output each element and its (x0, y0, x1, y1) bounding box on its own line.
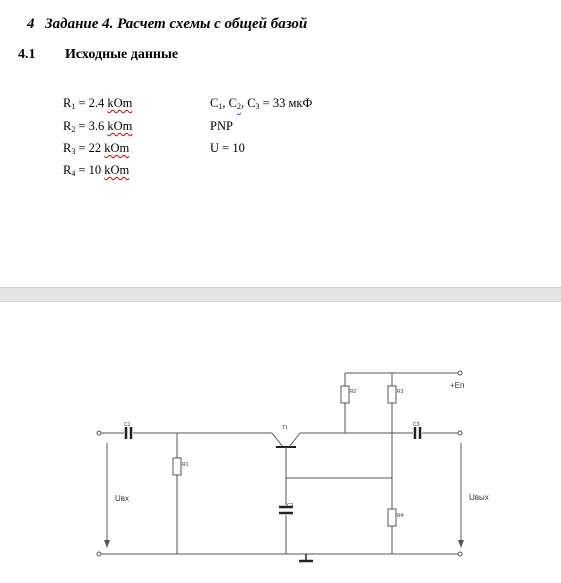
param-r1-symbol: R (63, 96, 72, 110)
input-arrow-head (104, 540, 110, 548)
param-r2-unit: kOm (107, 119, 133, 133)
param-r3-value: = 22 (75, 141, 105, 155)
supply-terminal (457, 370, 463, 376)
param-r3: R3 = 22 kOm (63, 141, 129, 156)
param-c-symbol: C (210, 96, 219, 110)
param-r2-symbol: R (63, 119, 72, 133)
page-break (0, 287, 561, 302)
resistor-r4 (387, 508, 397, 527)
resistor-r2 (340, 385, 350, 404)
param-r4-unit: kOm (104, 163, 130, 177)
param-r3-symbol: R (63, 141, 72, 155)
param-c-sep1: , C (222, 96, 237, 110)
resistor-r1 (172, 457, 182, 476)
param-voltage: U = 10 (210, 141, 245, 155)
param-r2-index: 2 (71, 125, 76, 134)
param-c-value: = 33 мкФ (259, 96, 313, 110)
param-c3-index: 3 (255, 102, 260, 111)
param-r4: R4 = 10 kOm (63, 163, 129, 178)
input-terminal-bottom (96, 551, 102, 557)
param-capacitors: C1, C2, C3 = 33 мкФ (210, 96, 312, 111)
label-c2: C2 (287, 503, 294, 509)
label-r2: R2 (350, 389, 357, 395)
param-r1: R1 = 2.4 kOm (63, 96, 132, 111)
output-terminal-bottom (457, 551, 463, 557)
param-c1-index: 1 (218, 102, 223, 111)
label-t1: T1 (282, 425, 288, 431)
param-r3-index: 3 (71, 147, 76, 156)
param-transistor-type: PNP (210, 119, 233, 133)
transistor-collector-lead (288, 432, 301, 448)
label-r4: R4 (397, 513, 404, 519)
label-r1: R1 (182, 462, 189, 468)
subsection-heading: 4.1 Исходные данные (18, 47, 178, 63)
section-heading: 4 Задание 4. Расчет схемы с общей базой (27, 16, 307, 33)
param-r3-unit: kOm (104, 141, 130, 155)
label-uin: Uвх (115, 494, 129, 503)
input-terminal-top (96, 430, 102, 436)
param-r2-value: = 3.6 (75, 119, 108, 133)
param-r2: R2 = 3.6 kOm (63, 119, 132, 134)
param-c2-index: 2 (236, 102, 241, 111)
param-r4-index: 4 (71, 169, 76, 178)
param-r1-value: = 2.4 (75, 96, 108, 110)
circuit-diagram: C1 C3 C2 R1 R2 R3 R4 T1 +Еп Uвх Uвых (96, 370, 489, 563)
subsection-title: Исходные данные (65, 47, 179, 62)
param-r4-symbol: R (63, 163, 72, 177)
output-terminal-top (457, 430, 463, 436)
output-arrow-head (458, 540, 464, 548)
label-c3: C3 (413, 422, 420, 428)
label-supply: +Еп (450, 381, 464, 390)
subsection-number: 4.1 (18, 47, 36, 62)
section-title: Задание 4. Расчет схемы с общей базой (45, 16, 308, 32)
param-r1-index: 1 (71, 102, 76, 111)
label-r3: R3 (397, 389, 404, 395)
section-number: 4 (27, 16, 35, 32)
transistor-emitter-lead (271, 432, 284, 448)
param-c-sep2: , C (240, 96, 256, 110)
label-uout: Uвых (469, 493, 489, 502)
label-c1: C1 (124, 422, 131, 428)
resistor-r3 (387, 385, 397, 404)
param-r1-unit: kOm (107, 96, 133, 110)
param-r4-value: = 10 (75, 163, 105, 177)
